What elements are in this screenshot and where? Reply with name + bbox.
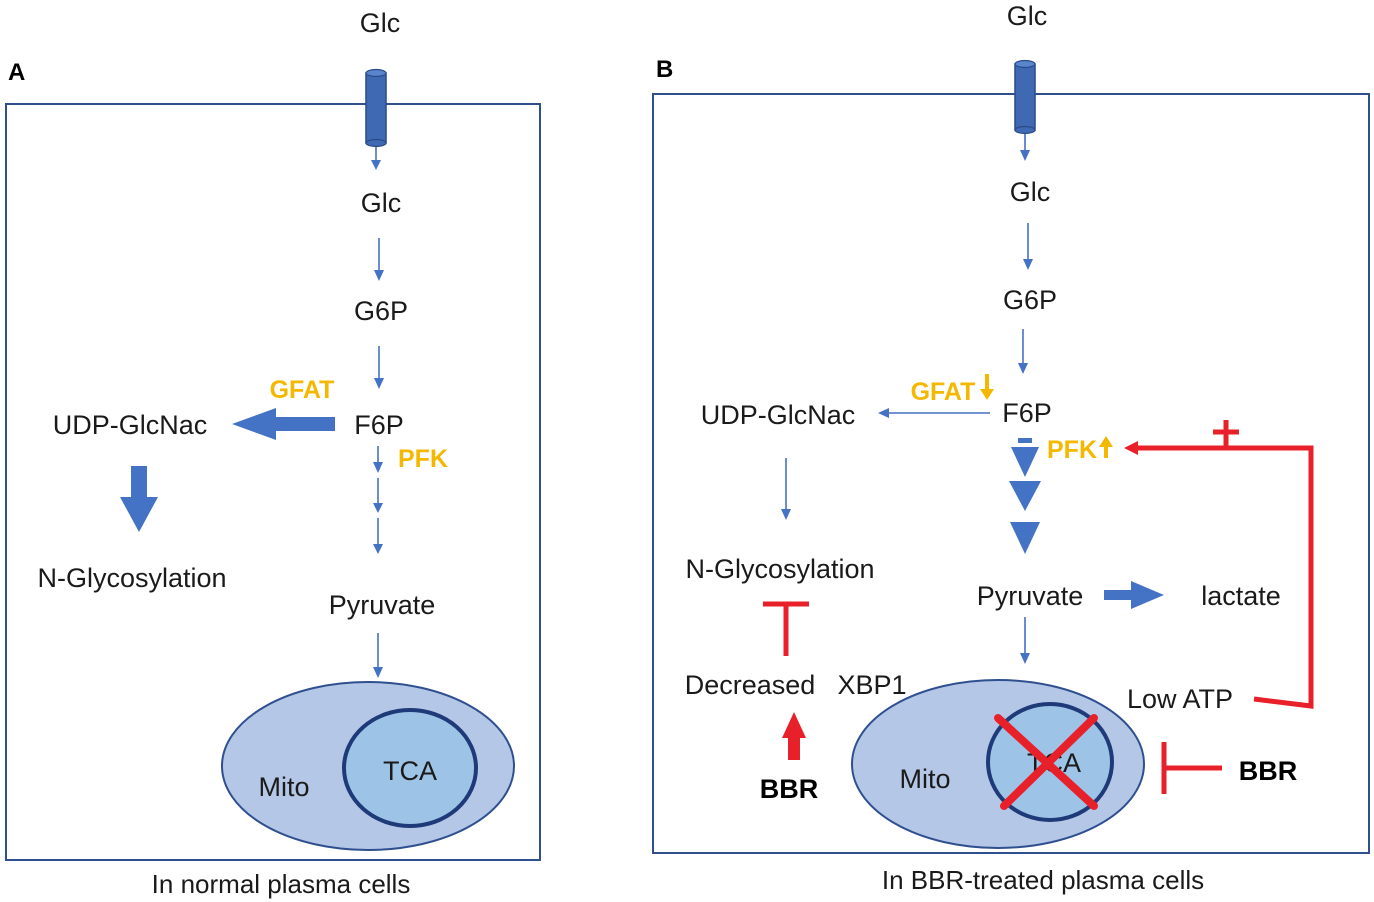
a-pfk: PFK [398,445,448,473]
b-f6p: F6P [1002,398,1052,428]
b-low-atp-activates-pfk-feedback-arrow [1124,420,1314,709]
b-caption: In BBR-treated plasma cells [882,865,1204,895]
a-udp-glcnac: UDP-GlcNac [53,410,208,440]
b-g6p: G6P [1003,285,1057,315]
b-glucose-transporter-icon [1014,59,1036,135]
b-gfat-down-arrow-icon [980,374,994,400]
b-udp-glcnac: UDP-GlcNac [701,400,856,430]
b-lactate: lactate [1201,581,1281,611]
a-glc-inside: Glc [361,188,402,218]
b-thin-arrows [781,134,1033,664]
panel-a: A Glc Glc G6P F6P GFAT [5,8,541,899]
b-enhanced-glycolysis-arrows [1009,438,1041,554]
a-tca-label: TCA [383,756,437,786]
panel-a-letter: A [8,59,25,86]
panel-b: B Glc Glc G6P F6P GFAT [652,1,1370,895]
a-f6p-to-udp-thick-arrow [232,408,335,440]
a-gfat: GFAT [270,376,335,404]
b-bbr-induces-arrow [788,737,800,760]
a-g6p: G6P [354,296,408,326]
a-pyruvate: Pyruvate [329,590,436,620]
b-xbp1: XBP1 [837,670,906,700]
b-low-atp: Low ATP [1127,684,1233,714]
a-glc-outside: Glc [360,8,401,38]
a-thin-arrows [371,147,384,678]
a-n-glycosylation: N-Glycosylation [37,563,226,593]
b-pfk-up-arrow-icon [1099,436,1113,458]
b-tca-blocked-x-icon [994,714,1098,810]
b-n-glycosylation: N-Glycosylation [685,554,874,584]
b-gfat: GFAT [911,378,976,406]
b-bbr-right: BBR [1239,756,1298,786]
a-f6p: F6P [354,410,404,440]
a-glucose-transporter-icon [365,68,387,148]
panel-b-letter: B [656,56,673,83]
b-pyruvate: Pyruvate [977,581,1084,611]
a-mito-label: Mito [258,772,309,802]
b-pyruvate-to-lactate-thick-arrow [1104,581,1164,609]
b-glc-outside: Glc [1007,1,1048,31]
b-pfk: PFK [1047,436,1097,464]
b-decreased: Decreased [685,670,816,700]
cell-a-membrane [5,103,541,861]
b-xbp1-inhibits-glycosylation-symbol [763,601,809,656]
b-mito-label: Mito [899,764,950,794]
b-bbr-left: BBR [760,774,819,804]
a-caption: In normal plasma cells [152,869,411,899]
b-glc-inside: Glc [1010,177,1051,207]
a-udp-to-glycosylation-thick-arrow [120,466,158,532]
cell-b-membrane [652,93,1370,854]
b-bbr-inhibits-mito-symbol [1161,742,1222,794]
a-tca-cycle [342,708,478,828]
